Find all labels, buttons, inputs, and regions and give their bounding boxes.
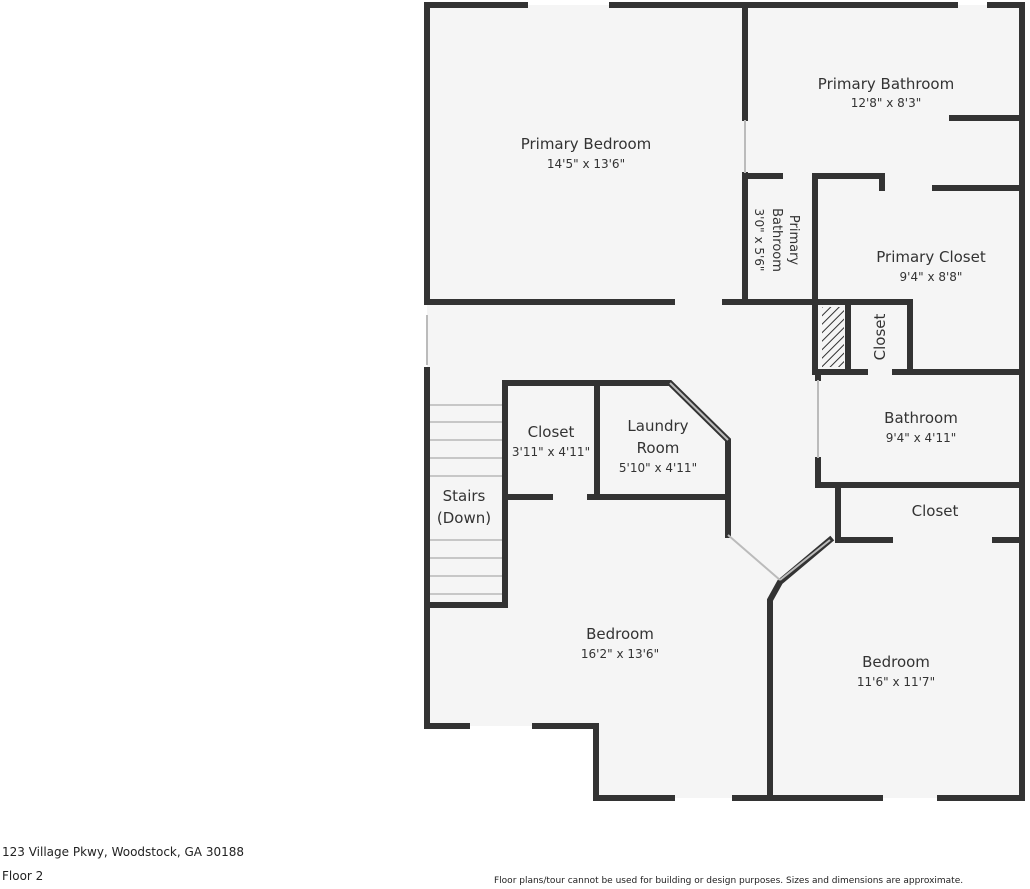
svg-text:3'0" x 5'6": 3'0" x 5'6" — [752, 209, 766, 272]
room-primary-bathroom: Primary Bathroom 12'8" x 8'3" — [818, 75, 954, 110]
svg-text:Primary Bedroom: Primary Bedroom — [521, 135, 652, 153]
svg-text:(Down): (Down) — [437, 509, 491, 527]
hatched-shaft — [822, 307, 844, 367]
svg-text:16'2" x 13'6": 16'2" x 13'6" — [581, 647, 659, 661]
room-bathroom: Bathroom 9'4" x 4'11" — [884, 409, 958, 445]
svg-text:11'6" x 11'7": 11'6" x 11'7" — [857, 675, 935, 689]
svg-text:Closet: Closet — [871, 314, 889, 361]
room-bedroom-left: Bedroom 16'2" x 13'6" — [581, 625, 659, 661]
room-bedroom-right: Bedroom 11'6" x 11'7" — [857, 653, 935, 689]
disclaimer: Floor plans/tour cannot be used for buil… — [494, 876, 964, 886]
svg-text:Closet: Closet — [528, 423, 575, 441]
room-primary-bathroom-small-name: Primary Bathroom — [769, 208, 801, 272]
svg-text:Primary Bathroom: Primary Bathroom — [818, 75, 954, 93]
room-primary-closet: Primary Closet 9'4" x 8'8" — [876, 248, 986, 284]
address: 123 Village Pkwy, Woodstock, GA 30188 — [2, 845, 244, 859]
room-stairs: Stairs (Down) — [432, 484, 500, 530]
floor-area — [427, 5, 1022, 798]
stair-treads — [430, 404, 502, 595]
svg-text:Bedroom: Bedroom — [586, 625, 654, 643]
room-primary-bedroom: Primary Bedroom 14'5" x 13'6" — [521, 135, 652, 171]
openings — [426, 120, 831, 581]
room-primary-bathroom-small-dims: 3'0" x 5'6" — [752, 209, 766, 272]
svg-text:9'4" x 8'8": 9'4" x 8'8" — [900, 270, 963, 284]
svg-text:Laundry: Laundry — [627, 417, 688, 435]
room-closet-center: Closet 3'11" x 4'11" — [512, 423, 590, 459]
room-laundry: Laundry Room 5'10" x 4'11" — [619, 417, 697, 475]
walls — [424, 2, 1025, 801]
svg-text:9'4" x 4'11": 9'4" x 4'11" — [886, 431, 957, 445]
svg-text:12'8" x 8'3": 12'8" x 8'3" — [851, 96, 922, 110]
floor-label: Floor 2 — [2, 869, 44, 883]
svg-text:Stairs: Stairs — [443, 487, 486, 505]
svg-text:Closet: Closet — [912, 502, 959, 520]
svg-text:3'11" x 4'11": 3'11" x 4'11" — [512, 445, 590, 459]
room-closet-right: Closet — [912, 502, 959, 520]
svg-text:Primary Closet: Primary Closet — [876, 248, 986, 266]
svg-text:5'10" x 4'11": 5'10" x 4'11" — [619, 461, 697, 475]
svg-text:Room: Room — [637, 439, 680, 457]
svg-text:Bathroom: Bathroom — [884, 409, 958, 427]
svg-text:Bedroom: Bedroom — [862, 653, 930, 671]
room-closet-small: Closet — [871, 314, 889, 361]
svg-text:14'5" x 13'6": 14'5" x 13'6" — [547, 157, 625, 171]
